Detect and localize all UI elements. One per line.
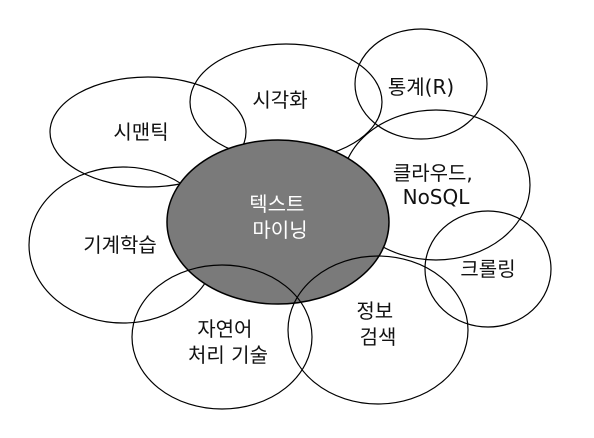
statistics-circle bbox=[354, 28, 488, 140]
semantics-label: 시맨틱 bbox=[113, 120, 168, 144]
semantics-circle bbox=[49, 76, 247, 188]
center-label: 텍스트 마이닝 bbox=[249, 192, 311, 242]
retrieval-circle bbox=[287, 255, 469, 405]
retrieval-label: 정보 검색 bbox=[356, 299, 399, 349]
visualization-label: 시각화 bbox=[252, 88, 307, 112]
nlp-label: 자연어 처리 기술 bbox=[188, 317, 268, 367]
ml-label: 기계학습 bbox=[83, 233, 157, 257]
nlp-circle bbox=[131, 264, 313, 410]
crawling-circle bbox=[424, 210, 552, 328]
statistics-label: 통계(R) bbox=[388, 75, 454, 99]
crawling-label: 크롤링 bbox=[460, 257, 515, 281]
cloud-label: 클라우드, NoSQL bbox=[393, 161, 479, 209]
center-circle bbox=[166, 139, 390, 305]
